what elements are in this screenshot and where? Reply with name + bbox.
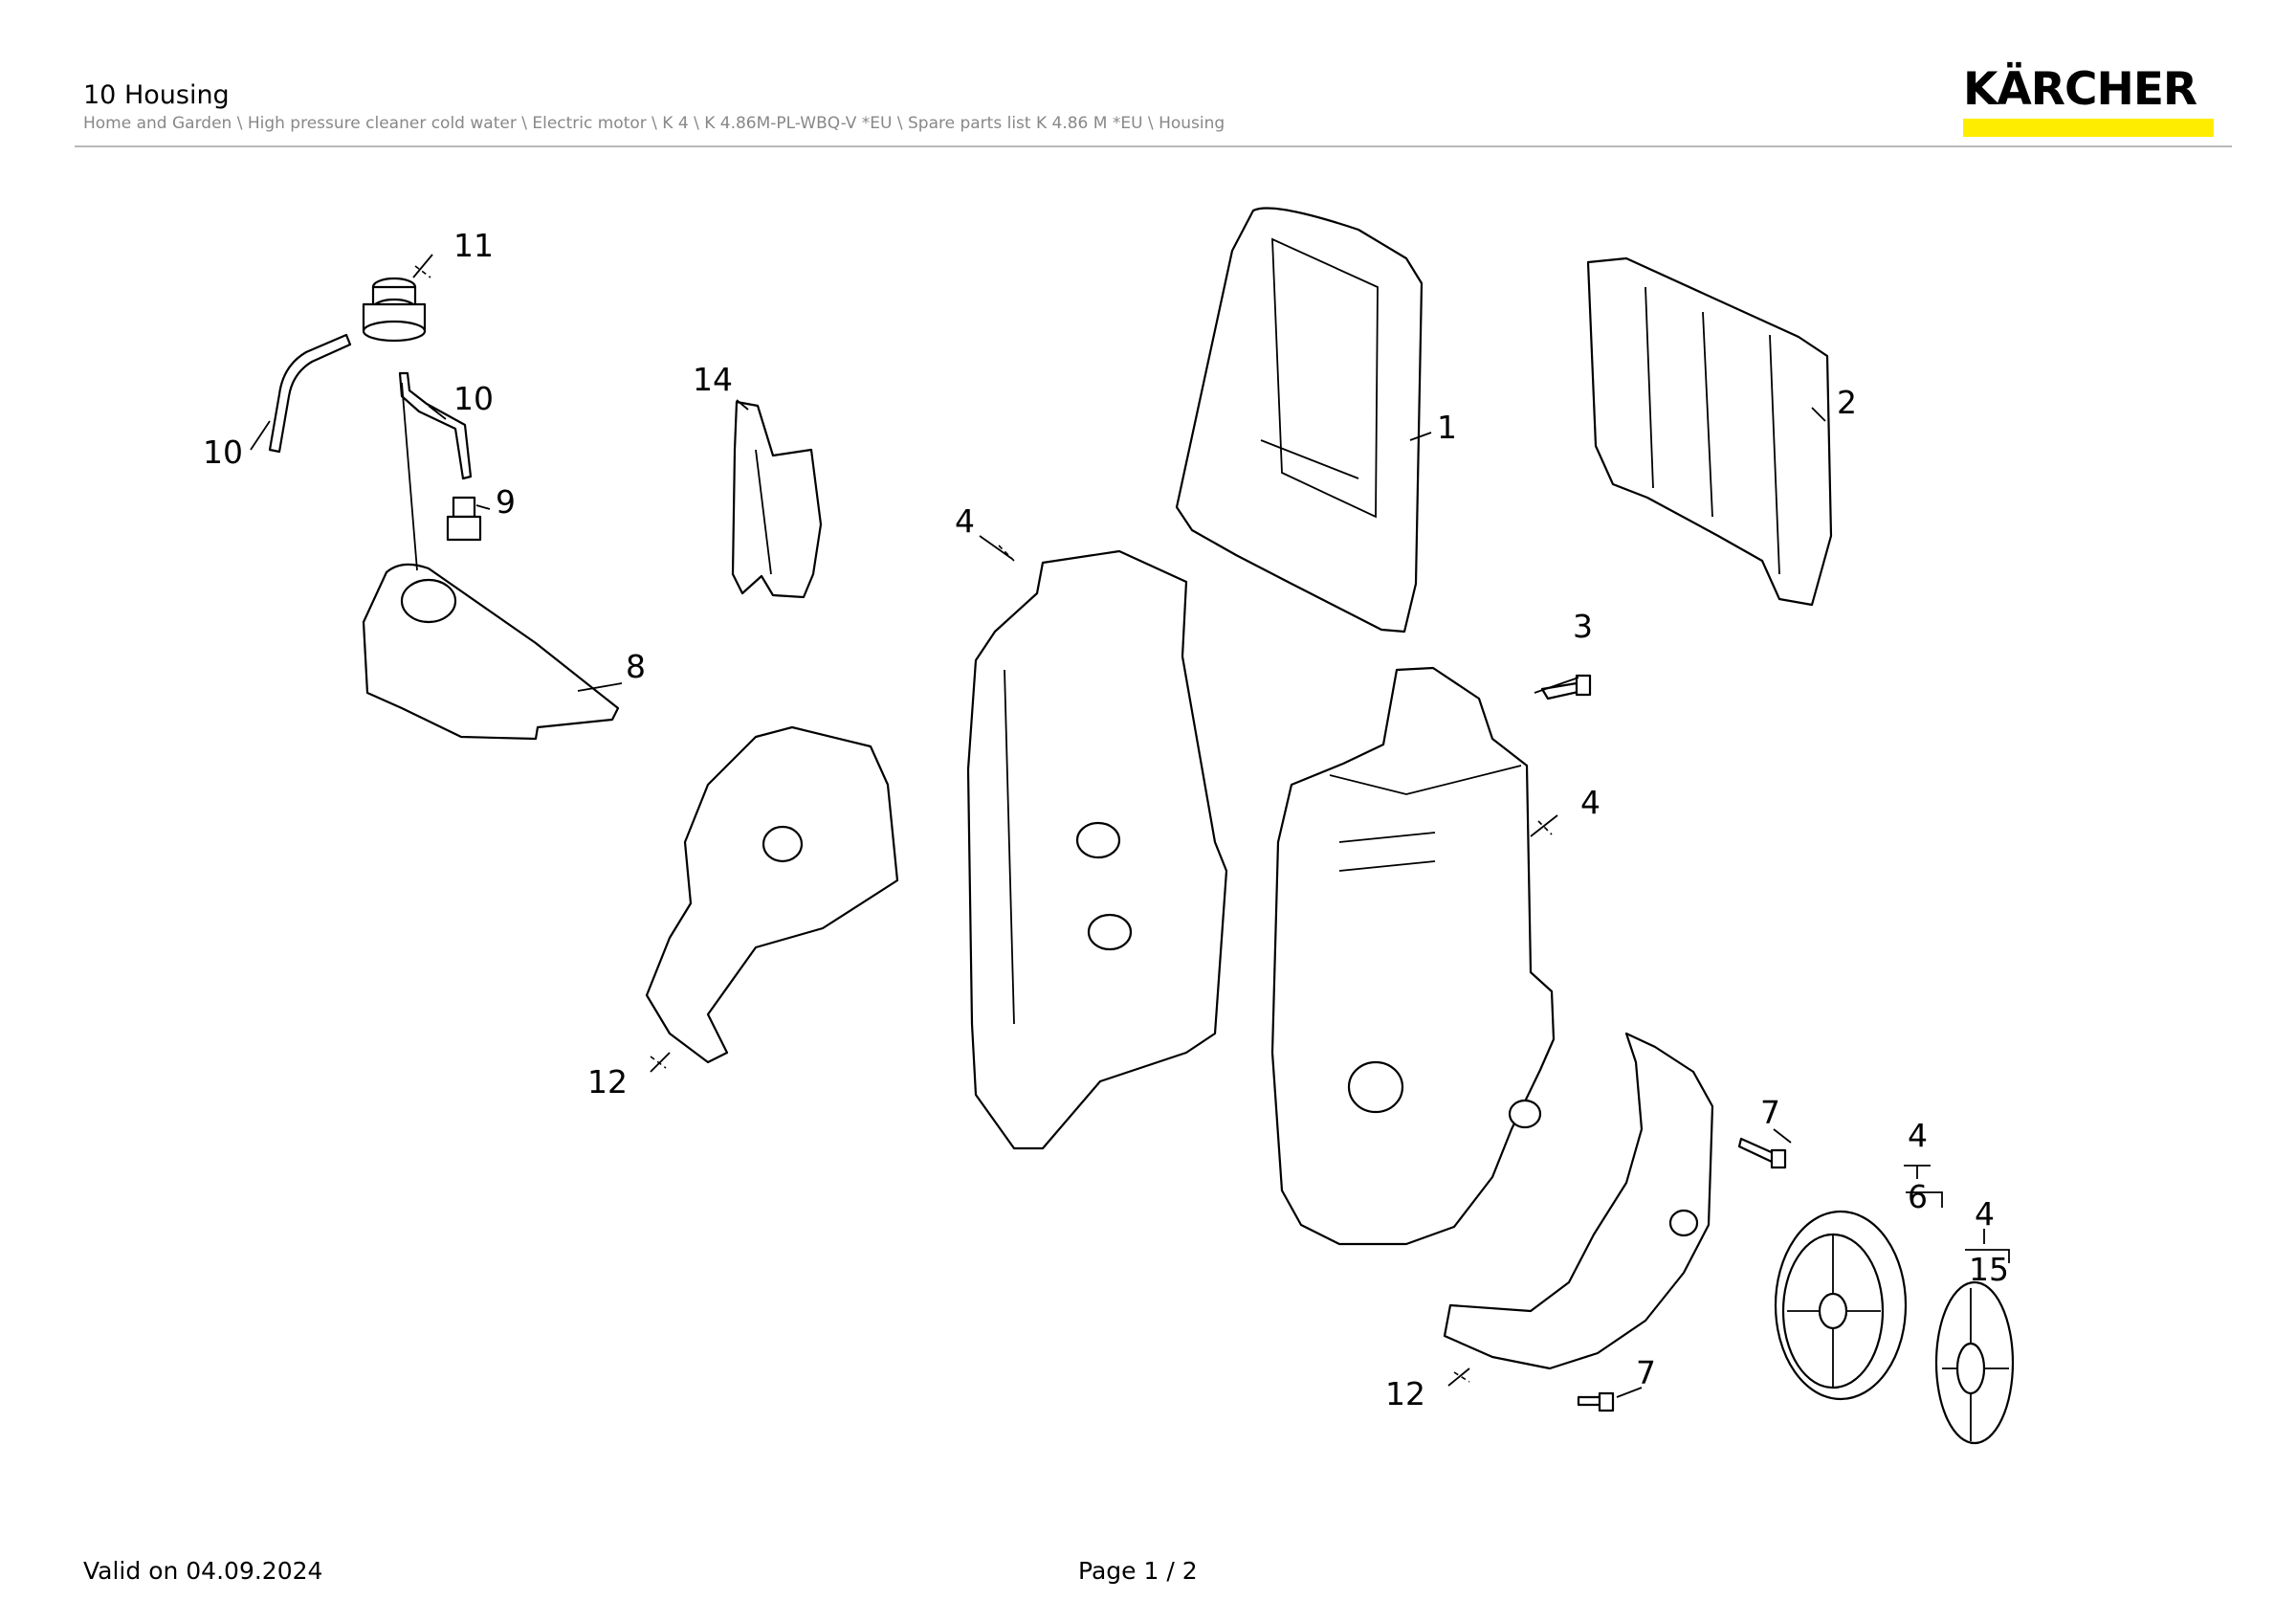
callout-1: 1: [1437, 409, 1457, 446]
part-10-hose-left: [268, 333, 352, 454]
part-10-hose-right: [398, 371, 473, 480]
callout-12-right: 12: [1385, 1375, 1425, 1412]
callout-4-hubcap: 4: [1975, 1195, 1995, 1233]
callout-10-left: 10: [203, 434, 243, 471]
part-7-screw-upper: [1737, 1137, 1787, 1169]
logo-wordmark: KÄRCHER: [1963, 63, 2197, 116]
leader-lines: [250, 254, 2010, 1398]
callout-11: 11: [453, 227, 494, 264]
page-title: 10 Housing: [83, 80, 230, 110]
callout-10-right: 10: [453, 380, 494, 417]
callout-4-middle: 4: [1580, 784, 1601, 821]
part-7-screw-lower: [1577, 1391, 1615, 1412]
callout-15: 15: [1969, 1251, 2009, 1288]
callout-9: 9: [496, 483, 516, 521]
part-15-hubcap: [1934, 1280, 2015, 1445]
callout-labels: 11 10 10 9 8 14 4 1 2 3 4 12 7 4 6 4 15 …: [203, 227, 2009, 1412]
part-12-guard-left: [645, 725, 899, 1064]
callout-7-upper: 7: [1760, 1094, 1780, 1131]
callout-7-lower: 7: [1636, 1354, 1656, 1391]
header-divider: [75, 145, 2232, 147]
callout-8: 8: [626, 648, 646, 685]
part-1-handle: [1175, 207, 1424, 634]
part-main-body: [1270, 666, 1556, 1246]
part-9-filter: [446, 496, 482, 542]
part-11-cap: [362, 277, 427, 343]
part-2-rear-cover: [1586, 256, 1833, 607]
page-number: Page 1 / 2: [1078, 1557, 1198, 1585]
valid-on-date: Valid on 04.09.2024: [83, 1557, 323, 1585]
callout-6: 6: [1908, 1178, 1928, 1215]
breadcrumb: Home and Garden \ High pressure cleaner …: [83, 114, 1225, 133]
karcher-logo: KÄRCHER: [1963, 63, 2214, 137]
part-12-guard-right: [1443, 1032, 1714, 1370]
callout-14: 14: [693, 361, 733, 398]
part-14-holder: [731, 400, 823, 599]
callout-4-upper: 4: [955, 502, 975, 540]
part-4-housing-left: [966, 549, 1228, 1150]
callout-4-wheel: 4: [1908, 1117, 1928, 1154]
logo-yellow-bar: [1963, 119, 2214, 137]
part-6-wheel: [1774, 1210, 1908, 1401]
part-8-detergent-tank: [362, 382, 620, 741]
callout-12-left: 12: [587, 1063, 628, 1101]
callout-2: 2: [1837, 384, 1857, 421]
part-3-screw: [1540, 674, 1592, 700]
callout-3: 3: [1573, 608, 1593, 645]
